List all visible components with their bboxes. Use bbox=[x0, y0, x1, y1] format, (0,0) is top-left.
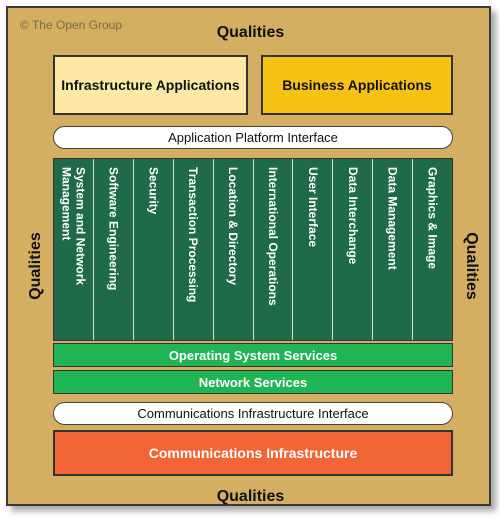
service-security: Security bbox=[134, 159, 174, 340]
service-label: User Interface bbox=[305, 167, 320, 248]
application-platform-interface: Application Platform Interface bbox=[53, 126, 453, 149]
service-label: Location & Directory bbox=[226, 167, 241, 286]
service-label: Data Management bbox=[385, 167, 400, 270]
operating-system-services: Operating System Services bbox=[53, 343, 453, 367]
technical-reference-model-frame: © The Open Group Qualities Qualities Qua… bbox=[6, 6, 491, 506]
application-platform-interface-label: Application Platform Interface bbox=[168, 130, 338, 145]
network-services-label: Network Services bbox=[198, 374, 308, 390]
business-applications-label: Business Applications bbox=[282, 77, 432, 93]
service-data-management: Data Management bbox=[373, 159, 414, 340]
service-software-engineering: Software Engineering bbox=[94, 159, 134, 340]
service-label: Graphics & Image bbox=[425, 167, 440, 270]
service-label: Data Interchange bbox=[345, 167, 360, 265]
qualities-bottom-label: Qualities bbox=[216, 488, 285, 505]
infrastructure-applications-label: Infrastructure Applications bbox=[61, 77, 240, 93]
qualities-right-label: Qualities bbox=[463, 232, 480, 300]
communications-infrastructure-box: Communications Infrastructure bbox=[53, 430, 453, 476]
service-label: Security bbox=[146, 167, 161, 215]
service-data-interchange: Data Interchange bbox=[333, 159, 374, 340]
communications-infrastructure-interface-label: Communications Infrastructure Interface bbox=[137, 406, 369, 421]
service-graphics-image: Graphics & Image bbox=[413, 159, 452, 340]
service-label: System and Network Management bbox=[59, 167, 88, 286]
service-user-interface: User Interface bbox=[293, 159, 334, 340]
service-label: Transaction Processing bbox=[186, 167, 201, 303]
service-categories: System and Network Management Software E… bbox=[53, 158, 453, 341]
network-services: Network Services bbox=[53, 370, 453, 394]
communications-infrastructure-interface: Communications Infrastructure Interface bbox=[53, 402, 453, 425]
service-system-network-management: System and Network Management bbox=[54, 159, 94, 340]
infrastructure-applications-box: Infrastructure Applications bbox=[53, 55, 248, 115]
service-label: Software Engineering bbox=[106, 167, 121, 291]
service-international-operations: International Operations bbox=[254, 159, 294, 340]
qualities-left-label: Qualities bbox=[27, 232, 44, 300]
operating-system-services-label: Operating System Services bbox=[168, 347, 338, 363]
copyright-notice: © The Open Group bbox=[20, 18, 123, 32]
service-label: International Operations bbox=[265, 167, 280, 306]
service-transaction-processing: Transaction Processing bbox=[174, 159, 214, 340]
business-applications-box: Business Applications bbox=[261, 55, 453, 115]
communications-infrastructure-label: Communications Infrastructure bbox=[148, 445, 358, 461]
qualities-top-label: Qualities bbox=[216, 24, 285, 41]
service-location-directory: Location & Directory bbox=[214, 159, 254, 340]
